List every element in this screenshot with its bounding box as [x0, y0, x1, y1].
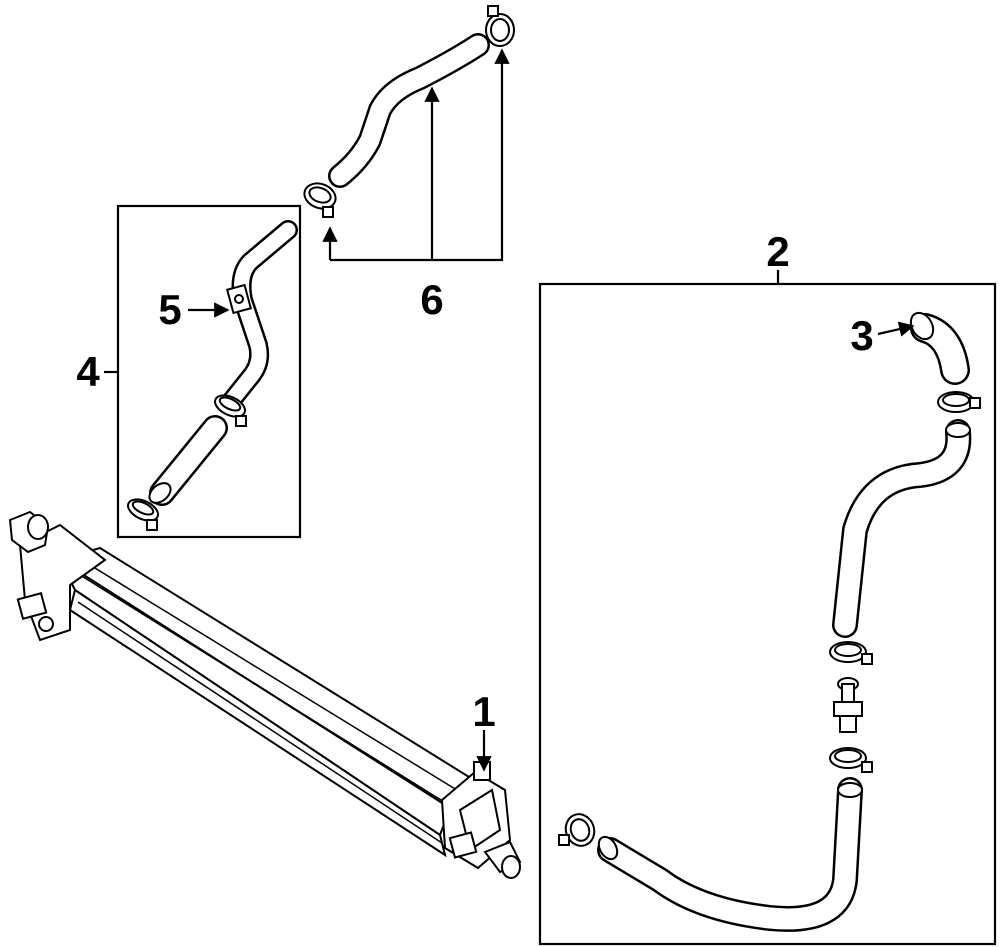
callout-3: 3	[850, 312, 873, 359]
callout-6: 6	[420, 276, 443, 323]
callout-1: 1	[472, 688, 495, 735]
radiator	[8, 510, 522, 879]
hose-6	[303, 5, 515, 218]
assembly-2-frame	[538, 282, 997, 946]
callout-5: 5	[158, 286, 181, 333]
hose-assembly-2	[558, 311, 981, 932]
hose-assembly-4	[127, 220, 298, 531]
callout-2: 2	[766, 228, 789, 275]
callout-4: 4	[76, 348, 100, 395]
